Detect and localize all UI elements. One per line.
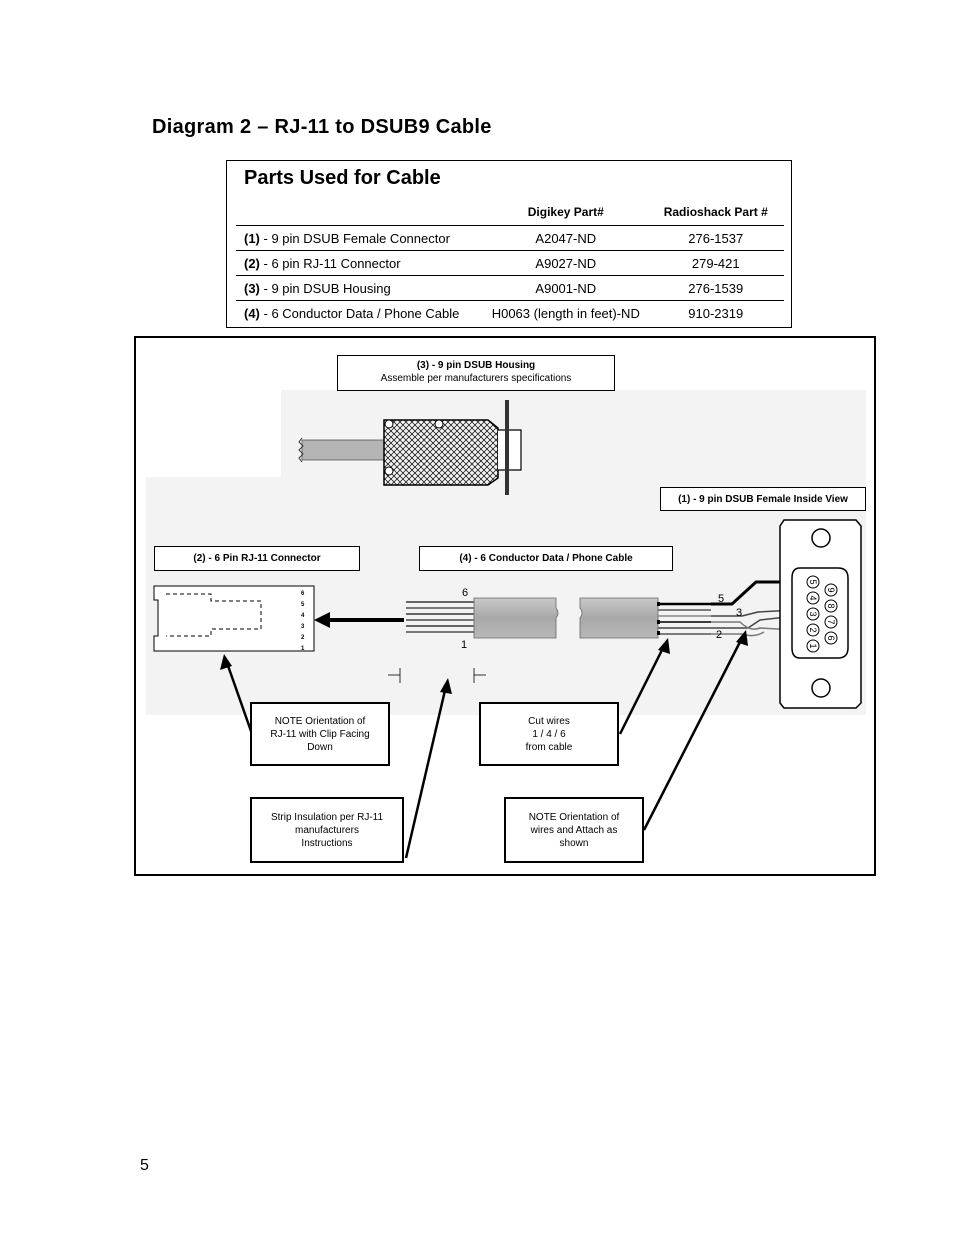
rj11-label: (2) - 6 Pin RJ-11 Connector xyxy=(154,546,360,571)
dsub-pin: 2 xyxy=(808,627,818,632)
parts-title: Parts Used for Cable xyxy=(244,167,441,189)
parts-table: Digikey Part# Radioshack Part # (1) - 9 … xyxy=(236,199,784,325)
parts-header-row: Digikey Part# Radioshack Part # xyxy=(236,199,784,226)
table-row: (2) - 6 pin RJ-11 Connector A9027-ND 279… xyxy=(236,250,784,276)
part-desc: - 9 pin DSUB Housing xyxy=(259,280,391,296)
digikey-part: H0063 (length in feet)-ND xyxy=(491,305,640,321)
dsub-wire-number: 3 xyxy=(736,607,742,619)
rj11-pin: 5 xyxy=(301,602,305,608)
dsub-pin: 4 xyxy=(808,595,818,600)
part-desc: - 9 pin DSUB Female Connector xyxy=(259,230,450,246)
digikey-part: A2047-ND xyxy=(484,225,648,251)
dsub-pin: 1 xyxy=(808,643,818,648)
note-wire-orientation: NOTE Orientation of wires and Attach as … xyxy=(504,797,644,863)
wiring-diagram-svg: 6 5 4 3 2 1 6 xyxy=(146,390,866,859)
dsub-label: (1) - 9 pin DSUB Female Inside View xyxy=(660,487,866,511)
housing-label-sub: Assemble per manufacturers specification… xyxy=(380,373,572,384)
part-number: (3) xyxy=(244,280,260,296)
digikey-part: A9001-ND xyxy=(484,275,648,301)
header-desc xyxy=(236,199,485,226)
table-row: (1) - 9 pin DSUB Female Connector A2047-… xyxy=(236,225,784,251)
part-number: (2) xyxy=(244,255,260,271)
phone-cable-drawing: 6 1 xyxy=(388,587,711,683)
rj11-pin: 2 xyxy=(301,635,305,641)
dsub-female-connector: 5 4 3 2 1 9 8 7 6 xyxy=(779,519,862,709)
radioshack-part: 910-2319 xyxy=(688,305,744,321)
radioshack-part: 279-421 xyxy=(647,250,784,276)
part-desc: - 6 pin RJ-11 Connector xyxy=(259,255,401,271)
table-row: (4) - 6 Conductor Data / Phone Cable H00… xyxy=(236,301,784,326)
leader-lines xyxy=(220,630,748,859)
cable-wire-number: 6 xyxy=(462,587,468,599)
note-clip-orientation: NOTE Orientation of RJ-11 with Clip Faci… xyxy=(250,702,390,766)
note-strip-insulation: Strip Insulation per RJ-11 manufacturers… xyxy=(250,797,404,863)
dsub-wires: 5 3 2 xyxy=(711,580,797,641)
wiring-diagram: 6 5 4 3 2 1 6 xyxy=(134,336,876,876)
parts-table-box: Parts Used for Cable Digikey Part# Radio… xyxy=(226,160,792,328)
rj11-connector-drawing: 6 5 4 3 2 1 xyxy=(153,585,315,652)
radioshack-part: 276-1537 xyxy=(647,225,784,251)
rj11-pin: 1 xyxy=(301,646,305,652)
page-heading: Diagram 2 – RJ-11 to DSUB9 Cable xyxy=(152,116,492,138)
dsub-pin: 9 xyxy=(826,587,836,592)
dsub-pin: 3 xyxy=(808,611,818,616)
dsub-pin: 8 xyxy=(826,603,836,608)
housing-label-title: (3) - 9 pin DSUB Housing xyxy=(416,360,536,371)
cable-label: (4) - 6 Conductor Data / Phone Cable xyxy=(419,546,673,571)
note-cut-wires: Cut wires 1 / 4 / 6 from cable xyxy=(479,702,619,766)
part-number: (1) xyxy=(244,230,260,246)
table-row: (3) - 9 pin DSUB Housing A9001-ND 276-15… xyxy=(236,275,784,301)
dsub-housing-drawing xyxy=(298,400,522,495)
rj11-pin: 3 xyxy=(301,624,305,630)
part-desc: - 6 Conductor Data / Phone Cable xyxy=(259,305,460,321)
radioshack-part: 276-1539 xyxy=(647,275,784,301)
header-radioshack: Radioshack Part # xyxy=(647,199,784,226)
part-number: (4) xyxy=(244,305,260,321)
rj11-pin: 6 xyxy=(301,591,305,597)
cable-wire-number: 1 xyxy=(461,639,467,651)
dsub-wire-number: 5 xyxy=(718,593,724,605)
dsub-pin: 5 xyxy=(808,579,818,584)
dsub-wire-number: 2 xyxy=(716,629,722,641)
housing-label: (3) - 9 pin DSUB Housing Assemble per ma… xyxy=(337,355,615,391)
dsub-pin: 7 xyxy=(826,619,836,624)
header-digikey: Digikey Part# xyxy=(484,199,648,226)
rj11-pin: 4 xyxy=(301,613,305,619)
dsub-pin: 6 xyxy=(826,635,836,640)
page-number: 5 xyxy=(140,1157,149,1174)
digikey-part: A9027-ND xyxy=(484,250,648,276)
